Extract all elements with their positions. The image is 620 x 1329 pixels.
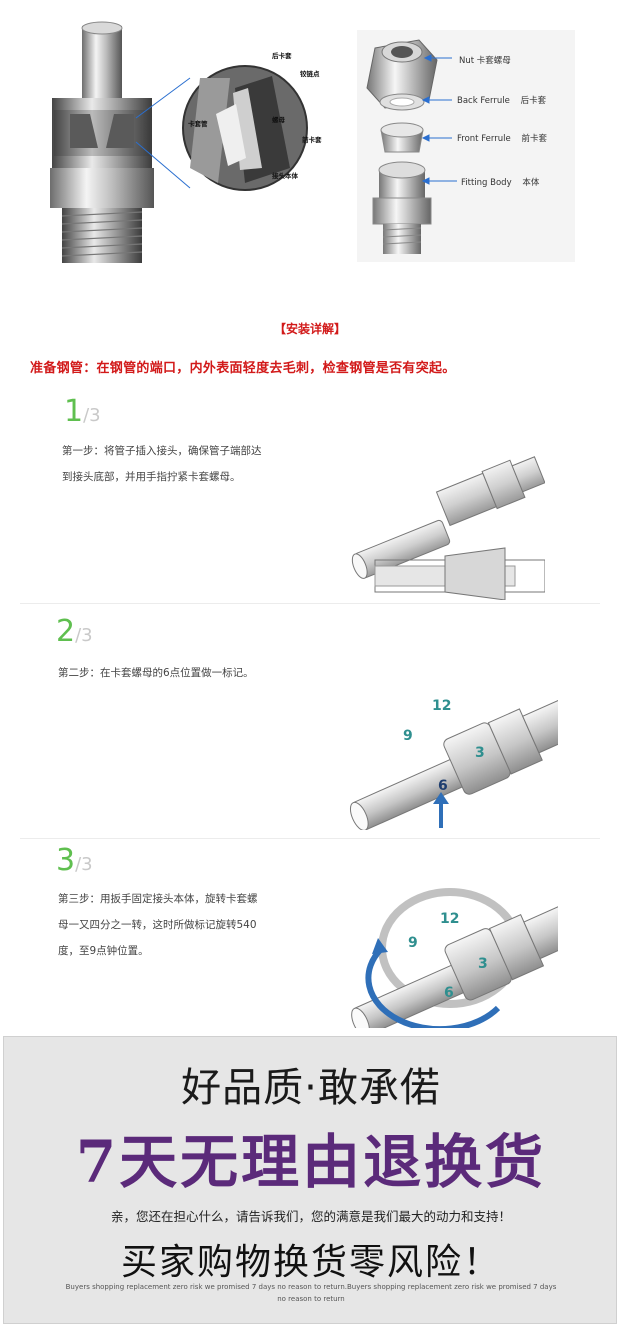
step-3-line-2: 母一又四分之一转，这时所做标记旋转540	[58, 919, 257, 931]
banner-quality-promise: 好品质·敢承偌	[181, 1065, 441, 1111]
label-nut-cn: 卡套螺母	[476, 56, 511, 66]
step-3-total: /3	[75, 854, 93, 875]
label-back-ferrule-en: Back Ferrule	[457, 96, 510, 106]
step-2-text: 第二步：在卡套螺母的6点位置做一标记。	[58, 660, 338, 686]
install-heading: 【安装详解】	[273, 322, 346, 336]
lens-label-hinge-point: 铰链点	[300, 70, 320, 78]
lens-label-nut: 螺母	[272, 116, 285, 124]
step-3-illustration	[351, 888, 558, 1028]
label-nut-en: Nut	[459, 56, 475, 66]
step-divider-2	[20, 838, 600, 839]
step-1-num: 1	[64, 394, 84, 429]
banner-reassurance: 亲，您还在担心什么，请告诉我们，您的满意是我们最大的动力和支持！	[110, 1209, 511, 1224]
step-1-number: 1/3	[64, 394, 101, 429]
step-3-clock-3: 3	[478, 956, 488, 972]
step-1-illustration	[351, 456, 545, 600]
step-2-num: 2	[56, 614, 76, 649]
step-3-number: 3/3	[56, 843, 93, 878]
step-2-number: 2/3	[56, 614, 93, 649]
step-2-illustration	[349, 699, 558, 830]
step-1-total: /3	[83, 405, 101, 426]
prep-instruction: 准备钢管：在钢管的端口，内外表面轻度去毛刺，检查钢管是否有突起。	[30, 361, 456, 376]
step-3-line-1: 第三步：用扳手固定接头本体，旋转卡套螺	[58, 893, 258, 905]
step-3-num: 3	[56, 843, 76, 878]
step-3-line-3: 度，至9点钟位置。	[58, 945, 149, 957]
banner-zero-risk: 买家购物换货零风险！	[120, 1242, 501, 1283]
step-3-text: 第三步：用扳手固定接头本体，旋转卡套螺 母一又四分之一转，这时所做标记旋转540…	[58, 886, 338, 964]
step-2-line-1: 第二步：在卡套螺母的6点位置做一标记。	[58, 667, 254, 679]
banner-english-text: Buyers shopping replacement zero risk we…	[65, 1283, 557, 1303]
label-front-ferrule: Front Ferrule 前卡套	[457, 132, 547, 144]
lens-label-tube: 卡套管	[188, 120, 208, 128]
step-2-total: /3	[75, 625, 93, 646]
step-3-clock-9: 9	[408, 935, 418, 951]
clock-mark-9: 9	[403, 728, 413, 744]
step-1-line-1: 第一步：将管子插入接头，确保管子端部达	[62, 445, 262, 457]
label-back-ferrule-cn: 后卡套	[520, 96, 547, 106]
label-fitting-body-cn: 本体	[522, 178, 540, 188]
lens-label-front-ferrule: 前卡套	[302, 136, 322, 144]
banner-return-policy: 7天无理由退换货	[75, 1128, 547, 1196]
clock-mark-12: 12	[432, 698, 452, 714]
guarantee-banner: 好品质·敢承偌 7天无理由退换货 亲，您还在担心什么，请告诉我们，您的满意是我们…	[3, 1036, 617, 1324]
exploded-parts-illustration	[366, 39, 457, 254]
lens-label-fitting-body: 接头本体	[272, 172, 298, 180]
step-1-text: 第一步：将管子插入接头，确保管子端部达 到接头底部，并用手指拧紧卡套螺母。	[62, 438, 322, 490]
label-front-ferrule-cn: 前卡套	[521, 134, 548, 144]
clock-mark-6: 6	[438, 778, 448, 794]
step-divider-1	[20, 603, 600, 604]
step-3-clock-6: 6	[444, 985, 454, 1001]
label-nut: Nut 卡套螺母	[459, 54, 511, 66]
label-front-ferrule-en: Front Ferrule	[457, 134, 511, 144]
clock-mark-3: 3	[475, 745, 485, 761]
exploded-parts-diagram: Nut 卡套螺母 Back Ferrule 后卡套 Front Ferrule …	[357, 30, 575, 262]
label-fitting-body: Fitting Body 本体	[461, 176, 539, 188]
step-1-line-2: 到接头底部，并用手指拧紧卡套螺母。	[62, 471, 241, 483]
label-fitting-body-en: Fitting Body	[461, 178, 512, 188]
label-back-ferrule: Back Ferrule 后卡套	[457, 94, 546, 106]
lens-label-back-ferrule: 后卡套	[272, 52, 292, 60]
step-3-clock-12: 12	[440, 911, 460, 927]
fitting-cutaway-diagram: 后卡套 铰链点 卡套管 螺母 前卡套 接头本体	[40, 18, 340, 268]
fitting-cutaway-illustration	[50, 21, 308, 263]
